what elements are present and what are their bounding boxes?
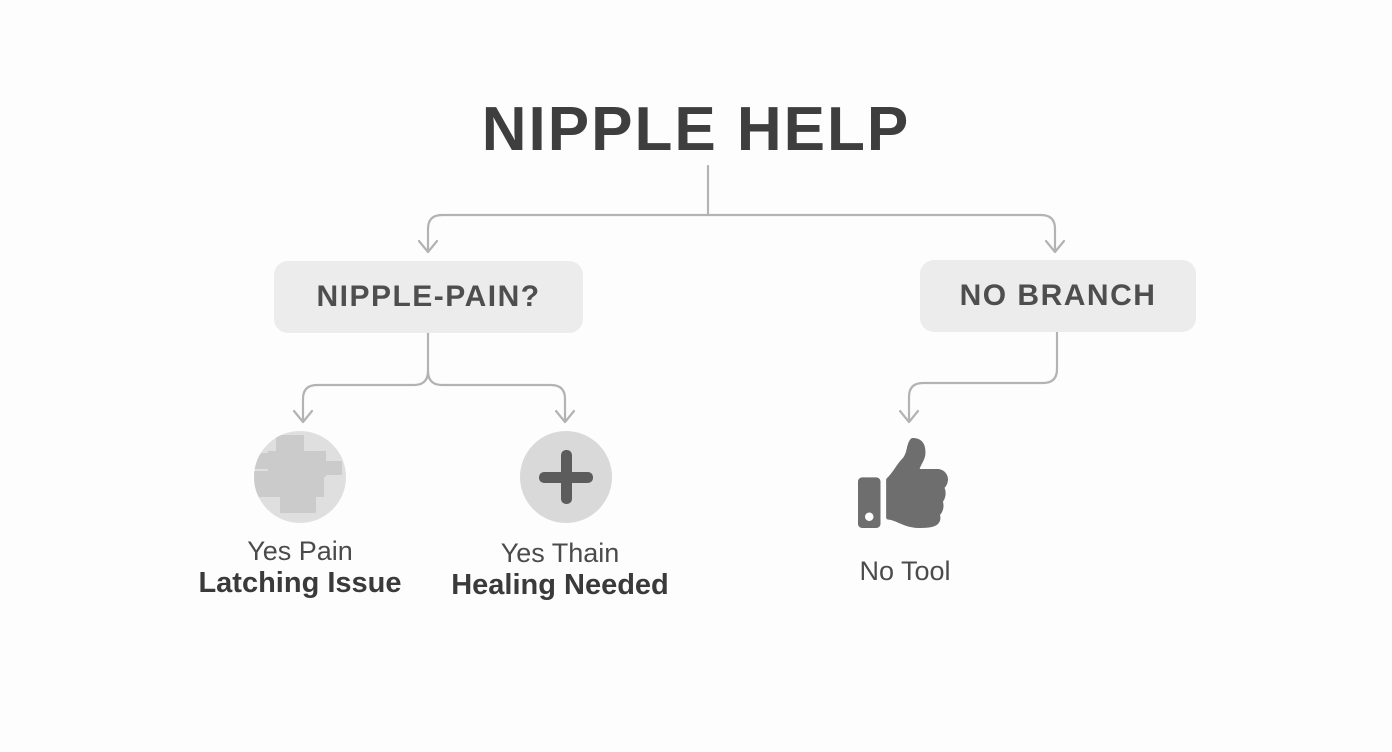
leaf-healing-line2: Healing Needed <box>451 569 669 601</box>
leaf-latching-line1: Yes Pain <box>247 536 353 566</box>
pixelated-blob-icon <box>254 431 346 523</box>
page-title: NIPPLE HELP <box>481 95 911 164</box>
leaf-label-healing: Yes Thain Healing Needed <box>400 538 720 602</box>
leaf-healing-line1: Yes Thain <box>500 538 620 568</box>
node-no-branch: NO BRANCH <box>920 260 1196 332</box>
node-nipple-pain: NIPPLE-PAIN? <box>274 261 583 333</box>
thumbs-up-icon <box>858 438 948 528</box>
leaf-latching-line2: Latching Issue <box>198 567 402 599</box>
thumbs-up-graphic <box>858 438 948 528</box>
plus-icon <box>520 431 612 523</box>
node-no-branch-label: NO BRANCH <box>959 279 1157 312</box>
node-nipple-pain-label: NIPPLE-PAIN? <box>316 280 541 313</box>
leaf-label-no-tool: No Tool <box>745 556 1065 587</box>
plus-icon-vertical-bar <box>560 450 572 504</box>
leaf-label-latching: Yes Pain Latching Issue <box>140 536 460 600</box>
pixelated-blob-graphic <box>254 431 346 523</box>
leaf-no-tool-line1: No Tool <box>859 556 951 586</box>
